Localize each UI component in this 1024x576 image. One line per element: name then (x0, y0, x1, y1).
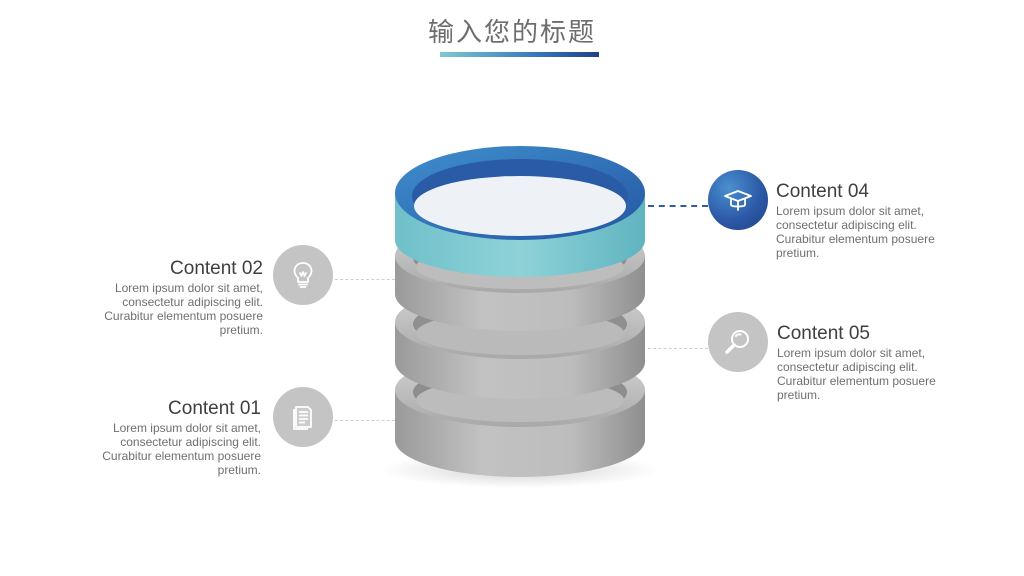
content-01-heading: Content 01 (168, 398, 261, 419)
title-underline (440, 52, 599, 57)
graduation-cap-icon (708, 170, 768, 230)
content-01-block: Content 01 Lorem ipsum dolor sit amet, c… (71, 398, 261, 478)
connector-content-01 (335, 420, 395, 421)
content-04-block: Content 04 Lorem ipsum dolor sit amet, c… (776, 181, 966, 261)
ring-level-top (395, 146, 645, 277)
lightbulb-icon (273, 245, 333, 305)
connector-content-02 (335, 279, 395, 280)
content-04-text: Lorem ipsum dolor sit amet, consectetur … (776, 204, 935, 260)
content-01-text: Lorem ipsum dolor sit amet, consectetur … (102, 421, 261, 477)
connector-content-04 (648, 205, 708, 207)
content-02-heading: Content 02 (170, 258, 263, 279)
content-05-text: Lorem ipsum dolor sit amet, consectetur … (777, 346, 936, 402)
content-05-block: Content 05 Lorem ipsum dolor sit amet, c… (777, 323, 967, 403)
content-05-heading: Content 05 (777, 323, 870, 344)
connector-content-05 (648, 348, 708, 349)
content-04-heading: Content 04 (776, 181, 869, 202)
content-02-block: Content 02 Lorem ipsum dolor sit amet, c… (73, 258, 263, 338)
page-title: 输入您的标题 (427, 18, 596, 48)
document-icon (273, 387, 333, 447)
magnifier-icon (708, 312, 768, 372)
content-02-text: Lorem ipsum dolor sit amet, consectetur … (104, 281, 263, 337)
